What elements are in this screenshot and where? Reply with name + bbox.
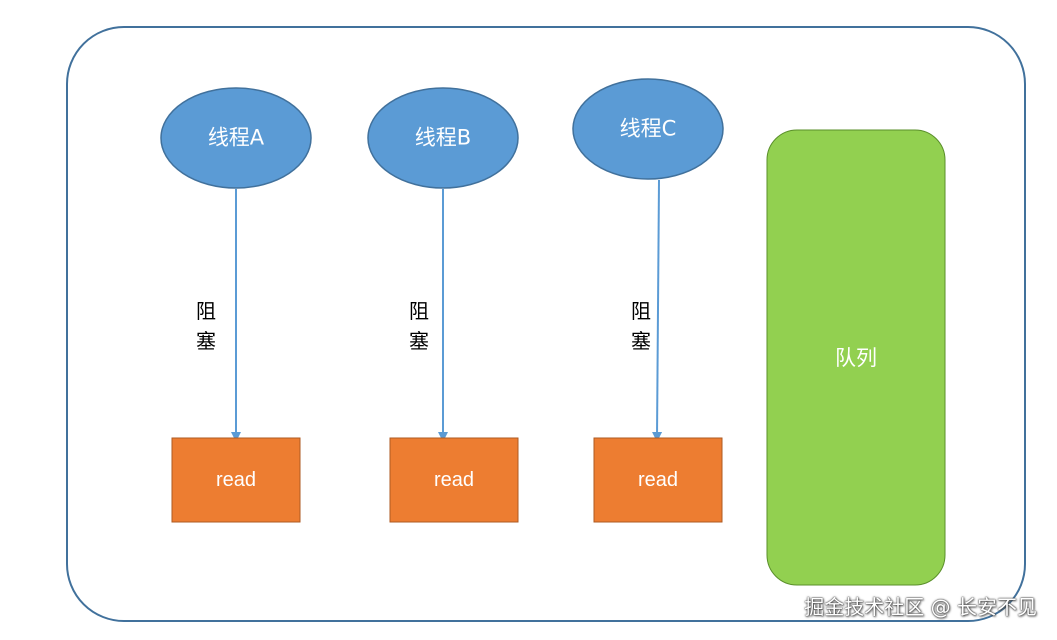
read-c-label: read bbox=[637, 469, 679, 491]
edge-label-thread-b: 阻 塞 bbox=[407, 296, 431, 356]
edge-label-bottom: 塞 bbox=[409, 329, 429, 353]
thread-a-node bbox=[160, 87, 312, 189]
queue-box bbox=[766, 129, 946, 586]
edge-label-thread-c: 阻 塞 bbox=[629, 296, 653, 356]
thread-b-label: 线程B bbox=[414, 125, 472, 150]
edge-label-top: 阻 bbox=[196, 299, 216, 323]
edge-label-bottom: 塞 bbox=[196, 329, 216, 353]
read-b-box bbox=[389, 437, 519, 523]
read-c-box bbox=[593, 437, 723, 523]
thread-a-label: 线程A bbox=[207, 125, 265, 150]
queue-label: 队列 bbox=[835, 346, 877, 370]
read-a-label: read bbox=[215, 469, 257, 491]
edge-label-top: 阻 bbox=[409, 299, 429, 323]
read-b-label: read bbox=[433, 469, 475, 491]
thread-c-label: 线程C bbox=[619, 116, 677, 141]
arrow-thread-c bbox=[652, 179, 663, 442]
thread-b-node bbox=[367, 87, 519, 189]
thread-c-node bbox=[572, 78, 724, 180]
edge-label-top: 阻 bbox=[631, 299, 651, 323]
edge-label-bottom: 塞 bbox=[631, 329, 651, 353]
watermark: 掘金技术社区 @ 长安不见 bbox=[804, 595, 1037, 619]
read-a-box bbox=[171, 437, 301, 523]
edge-label-thread-a: 阻 塞 bbox=[194, 296, 218, 356]
